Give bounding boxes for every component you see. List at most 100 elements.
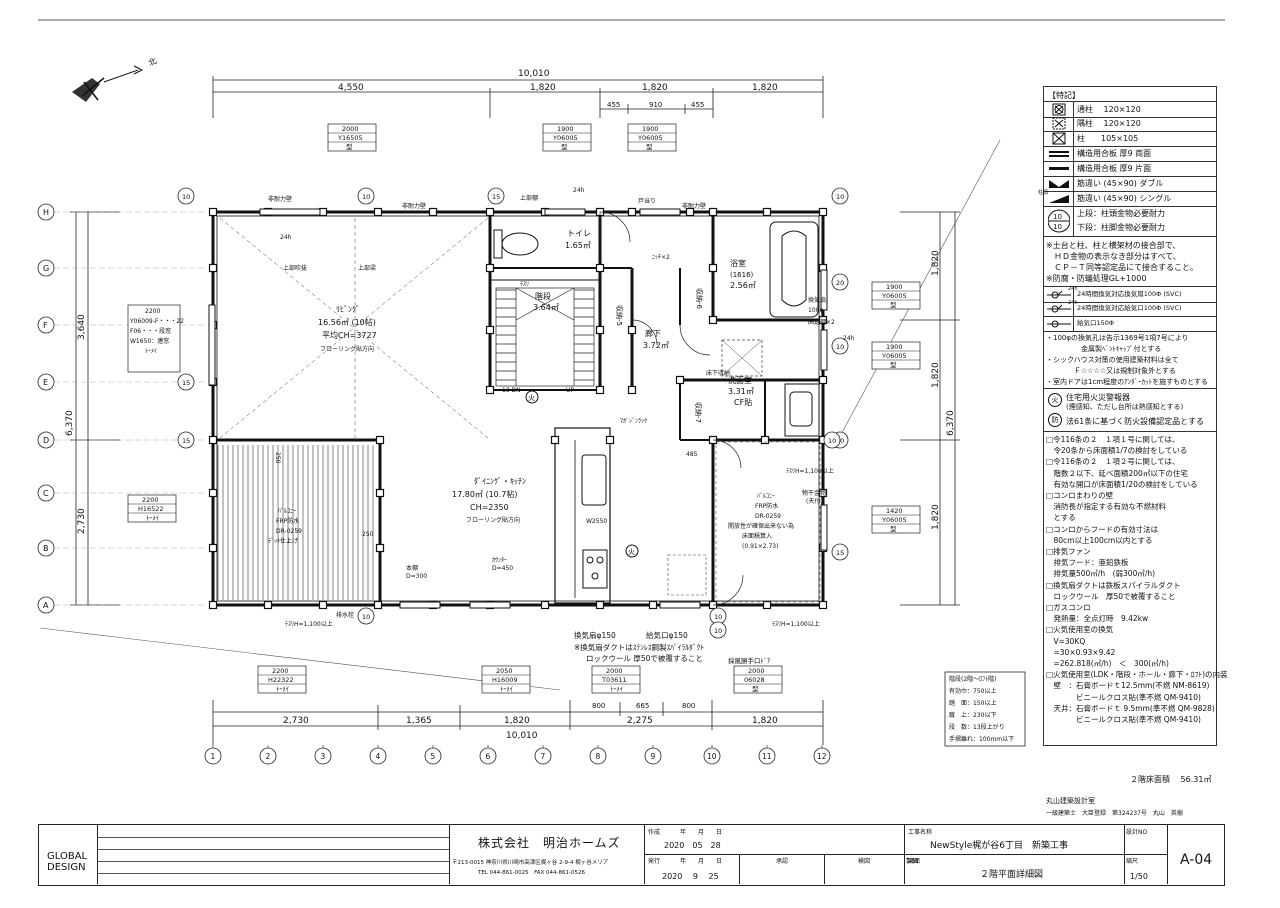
label-vent: 換気扇 xyxy=(808,296,826,304)
column-3 xyxy=(373,207,383,217)
dim-left-total: 6,370 xyxy=(65,410,75,436)
column-39 xyxy=(375,543,385,553)
label-laundry-2: (天付) xyxy=(806,497,823,505)
legend-text-bottom: 下段：柱脚金物必要耐力 xyxy=(1077,223,1165,232)
svg-text:10: 10 xyxy=(1053,213,1062,221)
label-vent-size: 100φ xyxy=(808,307,823,314)
svg-text:10: 10 xyxy=(707,752,717,761)
column-32 xyxy=(540,600,550,610)
column-0 xyxy=(208,207,218,217)
svg-text:W1650：連窓: W1650：連窓 xyxy=(130,337,169,345)
grid-row-E: E xyxy=(37,373,205,391)
drawing-label: 図面 xyxy=(908,858,921,865)
floor-area: ２階床面積 56.31㎡ xyxy=(1130,774,1211,784)
stair-spec-3: 蹴 上：230以下 xyxy=(949,711,996,719)
sheet-no-label: 設計NO xyxy=(1126,829,1148,836)
north-arrow-icon: 北 xyxy=(72,56,158,102)
legend-text: 隅柱 120×120 xyxy=(1077,118,1141,128)
column-41 xyxy=(485,325,495,335)
dining-area: 17.80㎡ (10.7帖) xyxy=(452,489,518,499)
column-36 xyxy=(762,600,772,610)
grid-col-5: 5 xyxy=(424,745,442,765)
label-doorstop: 戸当り xyxy=(638,197,656,205)
column-37 xyxy=(375,435,385,445)
label-upper-shelf: 上部棚 xyxy=(520,194,538,202)
label-drain: 排水栓 xyxy=(336,611,354,619)
svg-text:1900: 1900 xyxy=(886,343,903,351)
svg-text:4: 4 xyxy=(376,752,381,761)
toilet-name: トイレ xyxy=(567,229,591,238)
legend-text: 構造用合板 厚9 片面 xyxy=(1077,163,1152,173)
column-21 xyxy=(818,315,828,325)
fireproof-symbol-icon: 防 xyxy=(1048,413,1062,427)
grid-row-B: B xyxy=(37,539,205,557)
legend-text-top: 上段：柱頭金物必要耐力 xyxy=(1077,209,1165,218)
window-openings xyxy=(208,208,828,609)
hardware-marks: 1010151510151020101015101010 xyxy=(177,187,849,639)
svg-text:9: 9 xyxy=(651,752,656,761)
hardware-mark-13: 10 xyxy=(823,431,841,449)
room-labels: ﾘﾋﾞﾝｸﾞ 16.56㎡ (10帖) 平均CH=3727 フローリング貼方向 … xyxy=(268,229,794,550)
dim-bottom-total: 10,010 xyxy=(506,731,538,741)
legend-notes-3: □令116条の２ １項１号に関しては、 令20条から床面積1/7の検討をしている… xyxy=(1046,435,1228,725)
right-dimensions xyxy=(900,211,960,606)
svg-text:ﾄｰﾒｲ: ﾄｰﾒｲ xyxy=(610,685,623,693)
hardware-mark-5: 15 xyxy=(487,187,505,205)
balcony-east-outline xyxy=(715,441,821,603)
column-28 xyxy=(318,600,328,610)
company-tel: TEL 044-861-0025 FAX 044-861-0526 xyxy=(478,870,586,876)
title-block xyxy=(38,824,1225,886)
bottom-dimensions xyxy=(212,700,824,745)
column-29 xyxy=(373,600,383,610)
column-18 xyxy=(208,543,218,553)
column-8 xyxy=(627,207,637,217)
column-42 xyxy=(485,385,495,395)
stair-spec-1: 有効巾：750以上 xyxy=(949,687,996,695)
column-13 xyxy=(208,263,218,273)
vent-legend-row-2: 給気口150Φ xyxy=(1044,316,1216,332)
fire-note-3: 法61条に基づく防火設備認定品とする xyxy=(1066,417,1204,426)
legend-row-hashira: 柱 105×105 xyxy=(1044,131,1216,147)
wash-name: 洗面室 xyxy=(728,375,752,385)
svg-text:10: 10 xyxy=(828,437,836,445)
grid-col-4: 4 xyxy=(369,745,387,765)
dim-bottom-5: 1,820 xyxy=(752,716,778,726)
top-dimensions xyxy=(212,76,824,118)
living-name: ﾘﾋﾞﾝｸﾞ xyxy=(336,305,360,314)
hardware-mark-3: 15 xyxy=(177,431,195,449)
label-duct-note-2: ロックウール 厚50で被覆すること xyxy=(586,653,703,663)
bath-size: (1616) xyxy=(730,271,754,279)
hall-name: 廊下 xyxy=(645,328,661,338)
bath-area: 2.56㎡ xyxy=(730,281,756,290)
label-bookshelf: 本棚 xyxy=(406,564,418,572)
balcony-e-name: ﾊﾞﾙｺﾆｰ xyxy=(757,493,775,500)
svg-text:A: A xyxy=(43,601,49,610)
legend-text: 通柱 120×120 xyxy=(1077,104,1141,114)
vent-0-icon xyxy=(1044,287,1074,302)
svg-text:15: 15 xyxy=(492,193,500,201)
label-w2550: W2550 xyxy=(586,518,607,525)
door-swings xyxy=(599,211,744,606)
plan-annotations: 上部吹抜 上部梁 上部棚 非耐力壁 非耐力壁 非耐力壁 24h 24h 24h … xyxy=(268,187,855,628)
svg-text:1900: 1900 xyxy=(886,283,903,291)
column-33 xyxy=(595,600,605,610)
stair-spec-2: 踏 面：150以上 xyxy=(949,699,996,707)
label-stair-up: UP xyxy=(566,387,574,394)
label-fixed-shelf: 固定棚×2 xyxy=(808,318,835,326)
svg-text:H16522: H16522 xyxy=(138,505,164,513)
column-40 xyxy=(485,263,495,273)
label-nonbearing-1: 非耐力壁 xyxy=(268,195,292,203)
dim-right-total: 6,370 xyxy=(946,410,956,436)
svg-text:1900: 1900 xyxy=(557,125,574,133)
legend-text: 筋違い (45×90) シングル xyxy=(1077,193,1172,203)
balcony-e-spec4: 床面積算入 xyxy=(742,532,772,540)
